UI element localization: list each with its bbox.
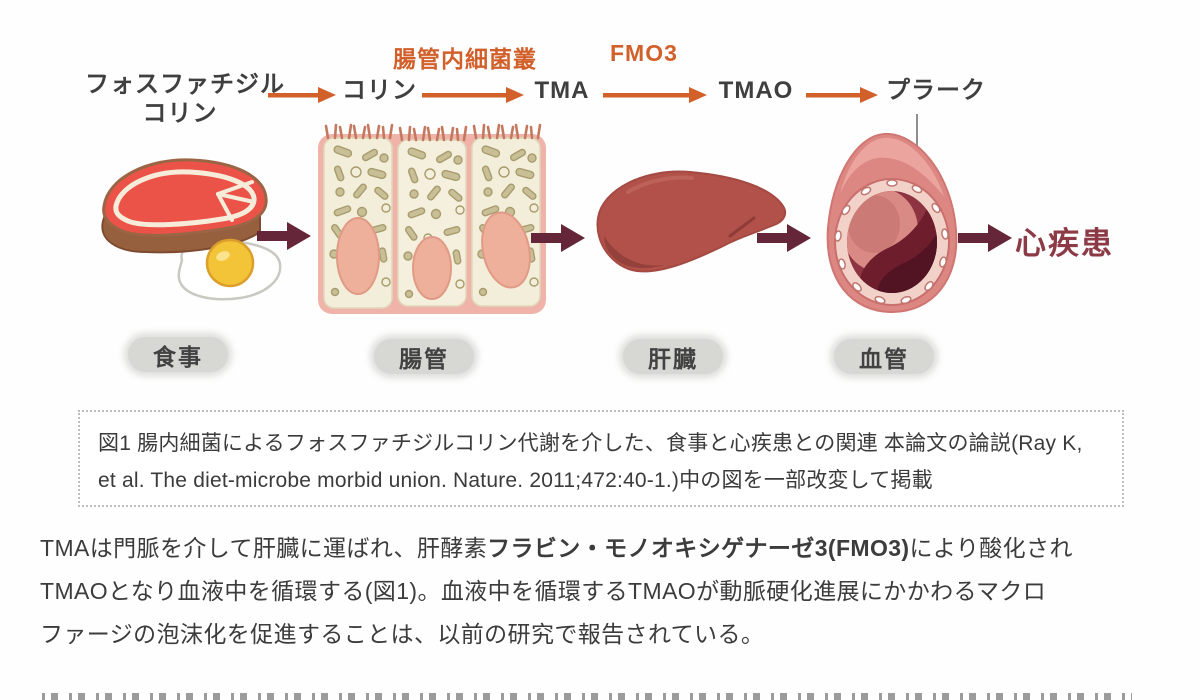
body-line-2: TMAOとなり血液中を循環する(図1)。血液中を循環するTMAOが動脈硬化進展に…: [40, 578, 1047, 604]
clipped-text-line: [42, 693, 1132, 700]
fmo3-label: FMO3: [610, 40, 678, 66]
body-line-1: TMAは門脈を介して肝臓に運ばれ、肝酵素フラビン・モノオキシゲナーゼ3(FMO3…: [40, 535, 1073, 561]
arrow-right-icon: [603, 87, 707, 103]
figure-caption-box: 図1 腸内細菌によるフォスファチジルコリン代謝を介した、食事と心疾患との関連 本…: [78, 410, 1124, 507]
organ-label-liver: 肝臓: [623, 339, 723, 374]
flow-node-tmao: TMAO: [718, 77, 794, 104]
arrow-right-icon: [958, 224, 1012, 252]
meat-and-egg-illustration: [101, 158, 282, 301]
arrow-right-icon: [531, 224, 585, 252]
article-body-paragraph: TMAは門脈を介して肝臓に運ばれ、肝酵素フラビン・モノオキシゲナーゼ3(FMO3…: [40, 527, 1175, 656]
arrow-right-icon: [268, 87, 336, 103]
heart-disease-label: 心疾患: [1015, 226, 1114, 261]
arrow-right-icon: [422, 87, 524, 103]
flow-node-tma: TMA: [534, 77, 590, 104]
flow-node-phosphatidylcholine: フォスファチジル コリン: [85, 71, 285, 127]
flow-node-choline: コリン: [342, 77, 417, 104]
arrow-right-icon: [806, 87, 878, 103]
figure-caption-line2: et al. The diet-microbe morbid union. Na…: [98, 469, 933, 492]
organ-label-vessel: 血管: [834, 339, 934, 374]
arrow-right-icon: [757, 224, 811, 252]
body-line-3: ファージの泡沫化を促進することは、以前の研究で報告されている。: [40, 621, 765, 647]
gut-flora-label: 腸管内細菌叢: [393, 46, 537, 72]
figure-caption-line1: 図1 腸内細菌によるフォスファチジルコリン代謝を介した、食事と心疾患との関連 本…: [98, 432, 1083, 455]
organ-label-gut: 腸管: [374, 339, 474, 374]
arrow-right-icon: [257, 222, 311, 250]
liver-illustration: [596, 170, 787, 273]
blood-vessel-illustration: [826, 132, 958, 314]
organ-label-diet: 食事: [128, 337, 228, 372]
flow-node-plaque: プラーク: [886, 77, 986, 104]
intestine-illustration: [318, 123, 546, 314]
